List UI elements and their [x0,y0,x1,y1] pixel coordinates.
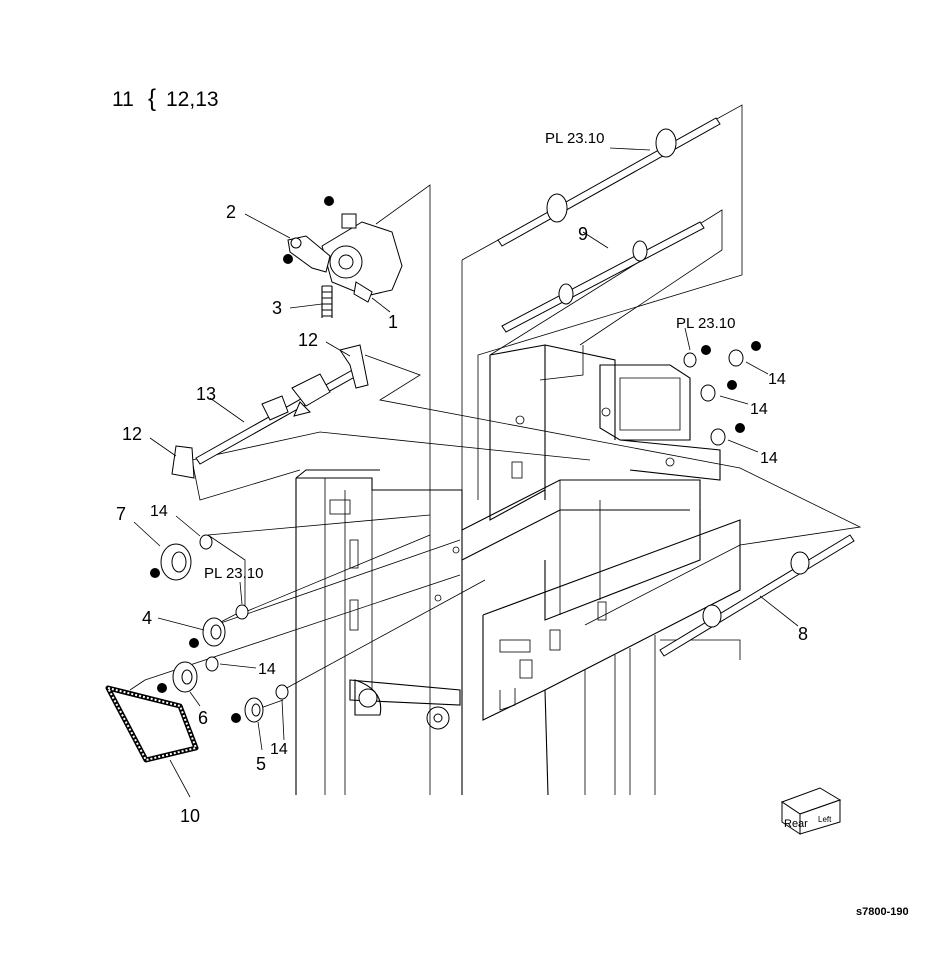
ref-top: PL 23.10 [545,130,605,147]
header: 11 { 12,13 [112,85,219,112]
label-6: 6 [198,708,208,728]
label-14-left-bottom: 14 [270,741,288,758]
gear-part-5 [244,697,264,723]
shaft-part-13 [171,344,369,479]
reference-labels: PL 23.10 PL 23.10 PL 23.10 [204,130,736,582]
label-14-left-mid: 14 [258,661,276,678]
label-8: 8 [798,624,808,644]
assembly-number: 11 [112,88,134,111]
label-13: 13 [196,384,216,404]
cube-rear: Rear [784,818,808,830]
gear-part-6 [172,661,198,693]
shaft-part-9 [501,221,705,333]
cube-left: Left [818,815,832,824]
subparts: 12,13 [166,88,219,111]
label-7: 7 [116,504,126,524]
ref-left: PL 23.10 [204,565,264,582]
label-14-right-2: 14 [750,401,768,418]
gear-part-7 [160,543,192,581]
brace: { [148,85,156,112]
label-14-right-1: 14 [768,371,786,388]
belt-part-10 [105,685,199,763]
ref-right: PL 23.10 [676,315,736,332]
gear-part-4 [202,617,226,647]
label-1: 1 [388,312,398,332]
label-14-right-3: 14 [760,450,778,467]
label-12-upper: 12 [298,330,318,350]
motor-part-1 [321,213,403,303]
label-4: 4 [142,608,152,628]
label-5: 5 [256,754,266,774]
label-3: 3 [272,298,282,318]
part-labels: 1 2 3 4 5 6 7 8 9 10 12 12 13 14 14 14 1… [116,202,808,826]
label-12-lower: 12 [122,424,142,444]
bearings-part-14 [199,349,744,700]
label-14-left-top: 14 [150,503,168,520]
roller-shaft-top [497,117,721,247]
orientation-cube-icon: Rear Left [780,787,842,835]
spring-part-3 [321,285,333,318]
shaft-part-8 [659,534,855,657]
label-leaders [133,147,799,798]
fastener-markers [150,196,761,723]
figure-id: s7800-190 [856,906,909,918]
label-2: 2 [226,202,236,222]
assembly-lines [129,104,862,795]
label-10: 10 [180,806,200,826]
label-9: 9 [578,224,588,244]
bracket-part-2 [287,235,331,273]
frame-assembly [295,344,741,796]
